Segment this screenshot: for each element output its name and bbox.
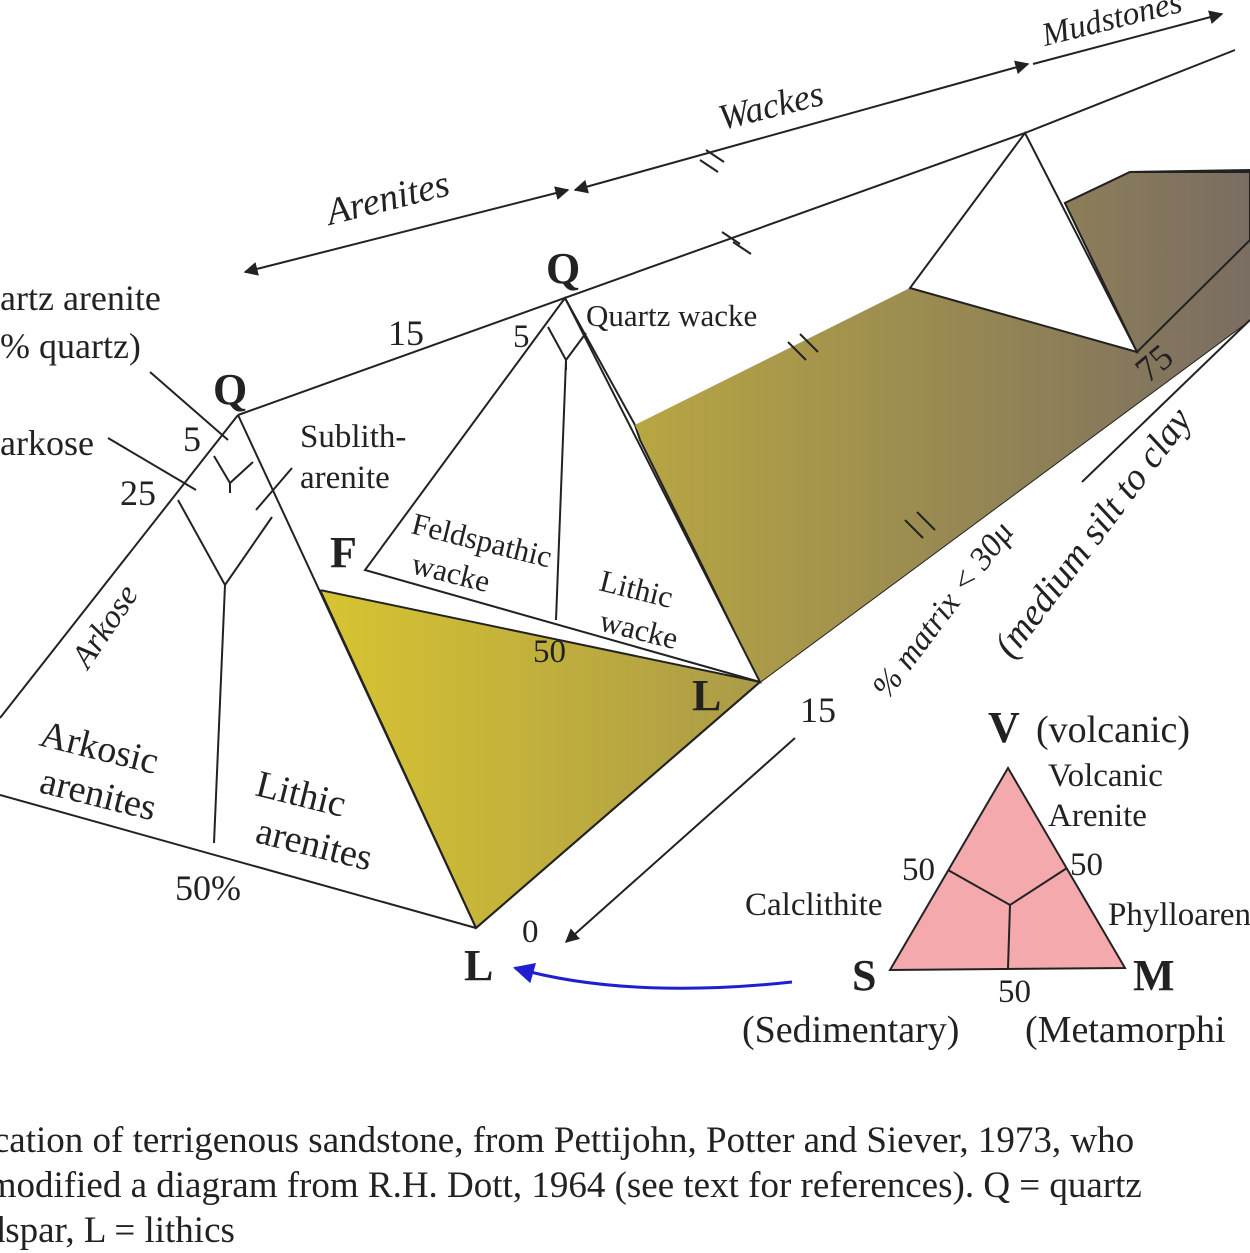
- caption-line-1: ification of terrigenous sandstone, from…: [0, 1120, 1135, 1161]
- apex-m-desc: (Metamorphi: [1025, 1009, 1226, 1051]
- matrix-axis: [564, 319, 1250, 943]
- mudstone-triangle: [908, 131, 1139, 354]
- volcanic-arenite-line2: Arenite: [1048, 798, 1147, 834]
- tick-15-top: 15: [388, 313, 424, 353]
- range-arrows: [243, 10, 1224, 539]
- apex-l-wacke: L: [692, 671, 721, 720]
- tick-50-vsm-left: 50: [902, 852, 935, 888]
- arkose-label: arkose: [0, 423, 94, 463]
- tick-50-wacke: 50: [533, 634, 566, 670]
- wacke-roof-plane: [565, 133, 1025, 425]
- vsm-connector-arrow: [512, 963, 793, 990]
- matrix-wedge-top: [635, 240, 1250, 682]
- apex-s-desc: (Sedimentary): [742, 1009, 959, 1051]
- tick-50-vsm-right: 50: [1070, 847, 1103, 883]
- sublitharenite-line2: arenite: [300, 460, 390, 496]
- figure-caption: ification of terrigenous sandstone, from…: [0, 1118, 1250, 1253]
- arenite-triangle: [0, 415, 476, 928]
- tick-5-wacke: 5: [513, 319, 530, 355]
- volcanic-arenite-line1: Volcanic: [1048, 758, 1163, 794]
- quartz-arenite-line2: % quartz): [0, 326, 141, 366]
- tick-50-vsm-base: 50: [998, 974, 1031, 1010]
- wackes-label: Wackes: [714, 73, 827, 138]
- tick-25: 25: [120, 473, 156, 513]
- apex-q-arenite: Q: [213, 365, 247, 414]
- phylloarenite-label: Phylloaren: [1108, 897, 1250, 933]
- arenites-arrow: [243, 186, 570, 276]
- sublitharenite-line1: Sublith-: [300, 419, 406, 455]
- apex-q-wacke: Q: [546, 244, 580, 293]
- wacke-triangle-lines: [547, 326, 587, 621]
- tick-15-axis: 15: [800, 690, 836, 730]
- apex-v-desc: (volcanic): [1036, 709, 1190, 751]
- caption-line-3: eldspar, L = lithics: [0, 1210, 235, 1251]
- quartz-arenite-line1: artz arenite: [0, 278, 161, 318]
- apex-l-arenite: L: [464, 941, 493, 990]
- caption-line-2: n modified a diagram from R.H. Dott, 196…: [0, 1165, 1142, 1206]
- tick-5-arenite: 5: [183, 419, 201, 459]
- quartz-wacke-label: Quartz wacke: [586, 298, 757, 333]
- vsm-inner-lines: [947, 867, 1068, 969]
- tick-0-axis: 0: [522, 914, 539, 950]
- mudstones-label: Mudstones: [1037, 0, 1185, 54]
- mudstones-arrow: [1032, 10, 1224, 65]
- wacke-triangle: [363, 296, 762, 684]
- apex-v: V: [988, 703, 1020, 752]
- wackes-arrow: [573, 60, 1030, 194]
- apex-f-wacke: F: [330, 528, 357, 577]
- apex-m: M: [1133, 951, 1175, 1000]
- ridge-lines: [237, 49, 1236, 929]
- apex-s: S: [852, 951, 876, 1000]
- calclithite-label: Calclithite: [745, 887, 882, 923]
- base-50pct: 50%: [175, 868, 241, 908]
